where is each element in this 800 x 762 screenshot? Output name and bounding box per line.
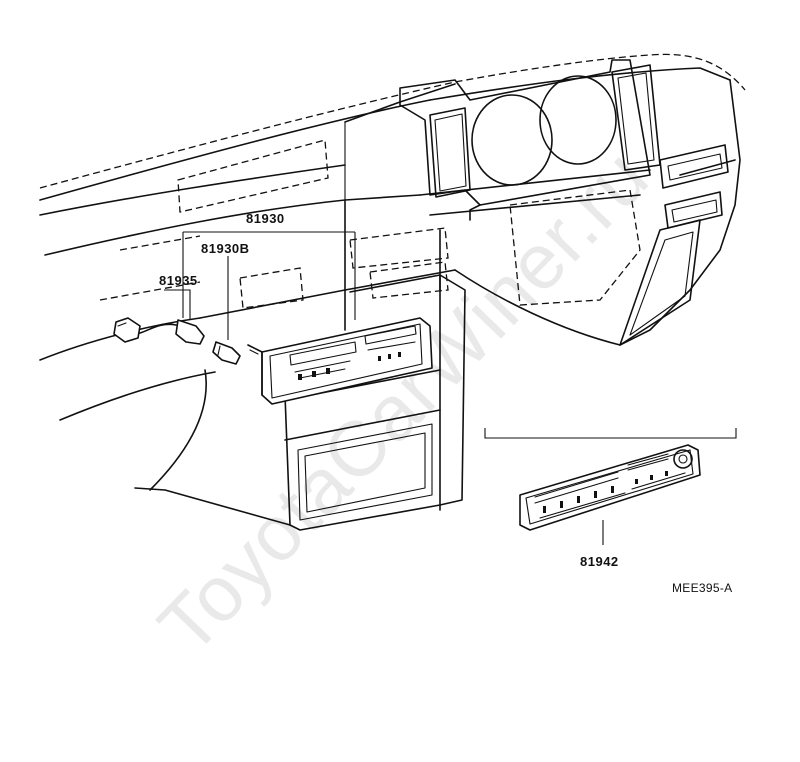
- socket-wire: [113, 317, 205, 345]
- diagram-code: MEE395-A: [672, 581, 732, 595]
- callout-81930: 81930: [246, 211, 285, 226]
- watermark: ToyotaCarWiner.ru: [141, 132, 665, 670]
- control-face-plate: [519, 444, 701, 531]
- bulb: [212, 341, 241, 365]
- tachometer-gauge: [539, 75, 617, 165]
- face-plate-knob: [673, 449, 693, 469]
- face-plate-marks: [543, 471, 668, 513]
- heater-panel-marks: [298, 352, 401, 380]
- speedometer-gauge: [471, 94, 553, 186]
- leader-lines: [164, 231, 737, 545]
- heater-control-assembly: [247, 317, 433, 405]
- callout-81942: 81942: [580, 554, 619, 569]
- callout-81930b: 81930B: [201, 241, 250, 256]
- watermark-text: ToyotaCarWiner.ru: [141, 132, 665, 670]
- right-vents: [509, 144, 729, 346]
- callout-81935: 81935: [159, 273, 198, 288]
- instrument-cluster: [399, 59, 661, 221]
